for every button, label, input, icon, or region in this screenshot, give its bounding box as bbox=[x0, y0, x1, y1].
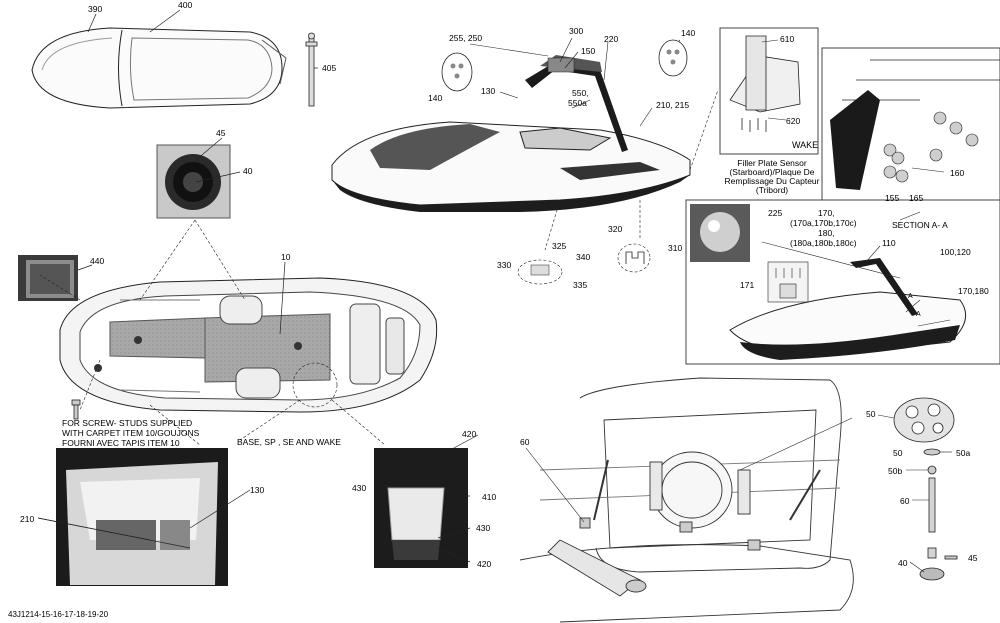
note-screw-1: FOR SCREW- STUDS SUPPLIED bbox=[62, 418, 193, 428]
callout-550: 550, bbox=[572, 88, 589, 98]
callout-330: 330 bbox=[497, 260, 512, 270]
callout-130-top: 130 bbox=[481, 86, 496, 96]
callout-60-left: 60 bbox=[520, 437, 530, 447]
label-sensor-4: (Tribord) bbox=[755, 185, 789, 195]
callout-140-right: 140 bbox=[681, 28, 696, 38]
callout-390: 390 bbox=[88, 4, 103, 14]
callout-180: 180, bbox=[818, 228, 835, 238]
callout-320: 320 bbox=[608, 224, 623, 234]
callout-40: 40 bbox=[243, 166, 253, 176]
callout-100-120: 100,120 bbox=[940, 247, 971, 257]
storage-compartment bbox=[519, 377, 854, 623]
callout-255-250: 255, 250 bbox=[449, 33, 483, 43]
callout-155: 155 bbox=[885, 193, 900, 203]
label-sensor-3: Remplissage Du Capteur bbox=[724, 176, 820, 186]
label-section: SECTION A- A bbox=[892, 220, 948, 230]
callout-50-mid: 50 bbox=[866, 409, 876, 419]
callout-610: 610 bbox=[780, 34, 795, 44]
callout-420-bottom: 420 bbox=[477, 559, 492, 569]
callout-430-top: 430 bbox=[352, 483, 367, 493]
support-rod bbox=[305, 32, 318, 107]
callout-210-215: 210, 215 bbox=[656, 100, 690, 110]
callout-335: 335 bbox=[573, 280, 588, 290]
callout-170-180: 170,180 bbox=[958, 286, 989, 296]
callout-40-bottom: 40 bbox=[898, 558, 908, 568]
callout-550a: 550a bbox=[568, 98, 587, 108]
callout-140-left: 140 bbox=[428, 93, 443, 103]
callout-225: 225 bbox=[768, 208, 783, 218]
label-wake: WAKE bbox=[792, 140, 819, 150]
callout-440: 440 bbox=[90, 256, 105, 266]
screw bbox=[71, 399, 81, 420]
callout-220: 220 bbox=[604, 34, 619, 44]
callout-45-bottom: 45 bbox=[968, 553, 978, 563]
callout-400: 400 bbox=[178, 0, 193, 10]
callout-310: 310 bbox=[668, 243, 683, 253]
callout-170-sub: (170a,170b,170c) bbox=[790, 218, 857, 228]
section-mark-a2: A bbox=[916, 311, 921, 318]
boat-side-leaders bbox=[451, 37, 681, 127]
callout-420-top: 420 bbox=[462, 429, 477, 439]
boat-side-view bbox=[331, 55, 691, 212]
plate-icon-2 bbox=[658, 39, 688, 77]
callout-300: 300 bbox=[569, 26, 584, 36]
boat-top-view bbox=[59, 261, 438, 413]
callout-45: 45 bbox=[216, 128, 226, 138]
callout-430-bottom: 430 bbox=[476, 523, 491, 533]
cupholder-assembly bbox=[893, 397, 958, 581]
callout-60-right: 60 bbox=[900, 496, 910, 506]
callout-171: 171 bbox=[740, 280, 755, 290]
callout-210-photo: 210 bbox=[20, 514, 35, 524]
callout-160: 160 bbox=[950, 168, 965, 178]
label-sensor-2: (Starboard)/Plaque De bbox=[729, 167, 815, 177]
callout-405: 405 bbox=[322, 63, 337, 73]
section-mark-a1: A bbox=[908, 293, 913, 300]
dash-leaders-top bbox=[39, 219, 386, 446]
callout-50b: 50b bbox=[888, 466, 903, 476]
callout-340: 340 bbox=[576, 252, 591, 262]
nut-parts bbox=[883, 111, 979, 183]
drawing-number: 43J1214-15-16-17-18-19-20 bbox=[8, 610, 109, 619]
seat-cushion bbox=[31, 27, 287, 109]
callout-620: 620 bbox=[786, 116, 801, 126]
callout-10: 10 bbox=[281, 252, 291, 262]
note-screw-2: WITH CARPET ITEM 10/GOUJONS bbox=[62, 428, 200, 438]
plate-icon bbox=[441, 52, 473, 92]
callout-180-sub: (180a,180b,180c) bbox=[790, 238, 857, 248]
callout-325: 325 bbox=[552, 241, 567, 251]
callout-110: 110 bbox=[882, 238, 896, 248]
note-screw-3: FOURNI AVEC TAPIS ITEM 10 bbox=[62, 438, 180, 448]
callout-410: 410 bbox=[482, 492, 497, 502]
label-sensor-1: Filler Plate Sensor bbox=[737, 158, 807, 168]
callout-50a: 50a bbox=[956, 448, 971, 458]
callout-150: 150 bbox=[581, 46, 596, 56]
callout-130-photo: 130 bbox=[250, 485, 265, 495]
callout-170: 170, bbox=[818, 208, 835, 218]
callout-165: 165 bbox=[909, 193, 924, 203]
callout-50-right: 50 bbox=[893, 448, 903, 458]
note-models: BASE, SP , SE AND WAKE bbox=[237, 437, 341, 447]
